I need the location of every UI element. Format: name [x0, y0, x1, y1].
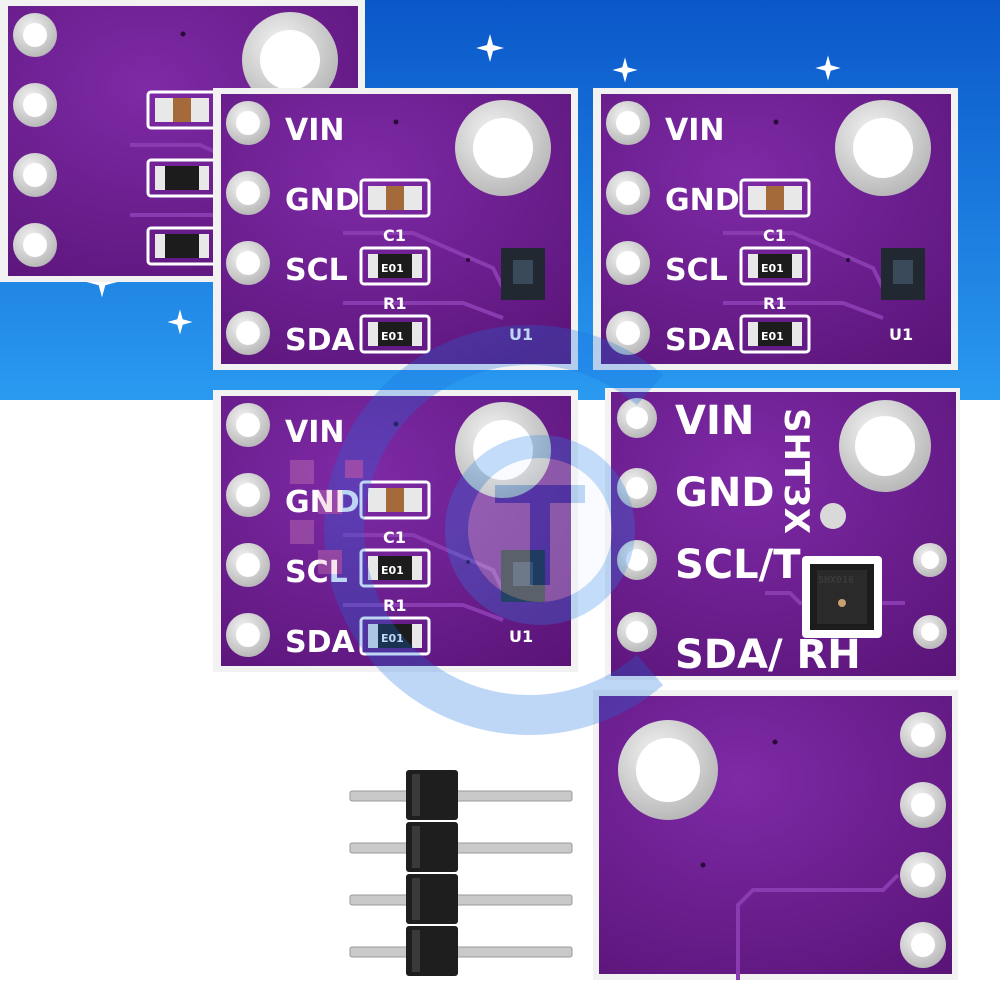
board-title: SHT3X — [776, 408, 816, 534]
pin-label-vin: VIN — [665, 113, 725, 148]
silk-label-u1: U1 — [509, 325, 533, 344]
silk-label-c1: C1 — [383, 226, 406, 245]
pin-label-sda-rh: SDA/ RH — [675, 632, 861, 678]
mounting-hole — [618, 720, 718, 820]
silk-label-u1: U1 — [509, 627, 533, 646]
resistor-code: E01 — [381, 632, 404, 645]
pin-pad — [13, 13, 57, 267]
pin-label-scl: SCL — [665, 253, 728, 288]
sht3x-sensor-chip: SHX016 — [802, 556, 882, 638]
pin-label-sda: SDA — [665, 323, 736, 358]
pin-pad — [900, 712, 946, 968]
pin-label-sda: SDA — [285, 323, 356, 358]
pin-label-gnd: GND — [665, 183, 740, 218]
pin-label-scl-t: SCL/T — [675, 542, 801, 588]
breakout-board-top-right: VIN GND SCL SDA C1 R1 U1 E01 E01 — [591, 86, 960, 372]
capacitor-c1 — [146, 90, 218, 130]
silk-label-c1: C1 — [763, 226, 786, 245]
board-back-side — [593, 690, 958, 980]
silk-label-r1: R1 — [383, 596, 406, 615]
pin-header — [349, 770, 573, 976]
chip-marking: SHX016 — [818, 575, 854, 586]
silk-label-r1: R1 — [383, 294, 406, 313]
mounting-hole — [839, 400, 931, 492]
resistor-code: E01 — [381, 564, 404, 577]
pin-label-sda: SDA — [285, 625, 356, 660]
silk-label-r1: R1 — [763, 294, 786, 313]
resistor-code: E01 — [381, 330, 404, 343]
pin-label-vin: VIN — [285, 113, 345, 148]
pin-label-scl: SCL — [285, 555, 348, 590]
faded-logo-watermark-icon — [290, 325, 664, 735]
pin-pad — [617, 398, 947, 652]
sht3x-board: SHX016 VIN GND SCL/T SDA/ RH SHT3X — [605, 388, 960, 680]
pin-label-scl: SCL — [285, 253, 348, 288]
pin-label-vin: VIN — [285, 415, 345, 450]
breakout-board-top-left: VIN GND SCL SDA C1 R1 U1 E01 E01 — [211, 86, 580, 372]
resistor-code: E01 — [381, 262, 404, 275]
resistor-code: E01 — [761, 330, 784, 343]
mounting-hole — [242, 12, 338, 108]
silk-label-u1: U1 — [889, 325, 913, 344]
pin-label-gnd: GND — [285, 183, 360, 218]
silk-label-c1: C1 — [383, 528, 406, 547]
pin-label-gnd: GND — [675, 470, 775, 516]
resistor-code: E01 — [761, 262, 784, 275]
breakout-board-middle-left: VIN GND SCL SDA C1 R1 U1 E01 E01 — [211, 388, 580, 674]
pin-label-vin: VIN — [675, 398, 754, 444]
breakout-board — [0, 0, 365, 282]
pin-label-gnd: GND — [285, 485, 360, 520]
